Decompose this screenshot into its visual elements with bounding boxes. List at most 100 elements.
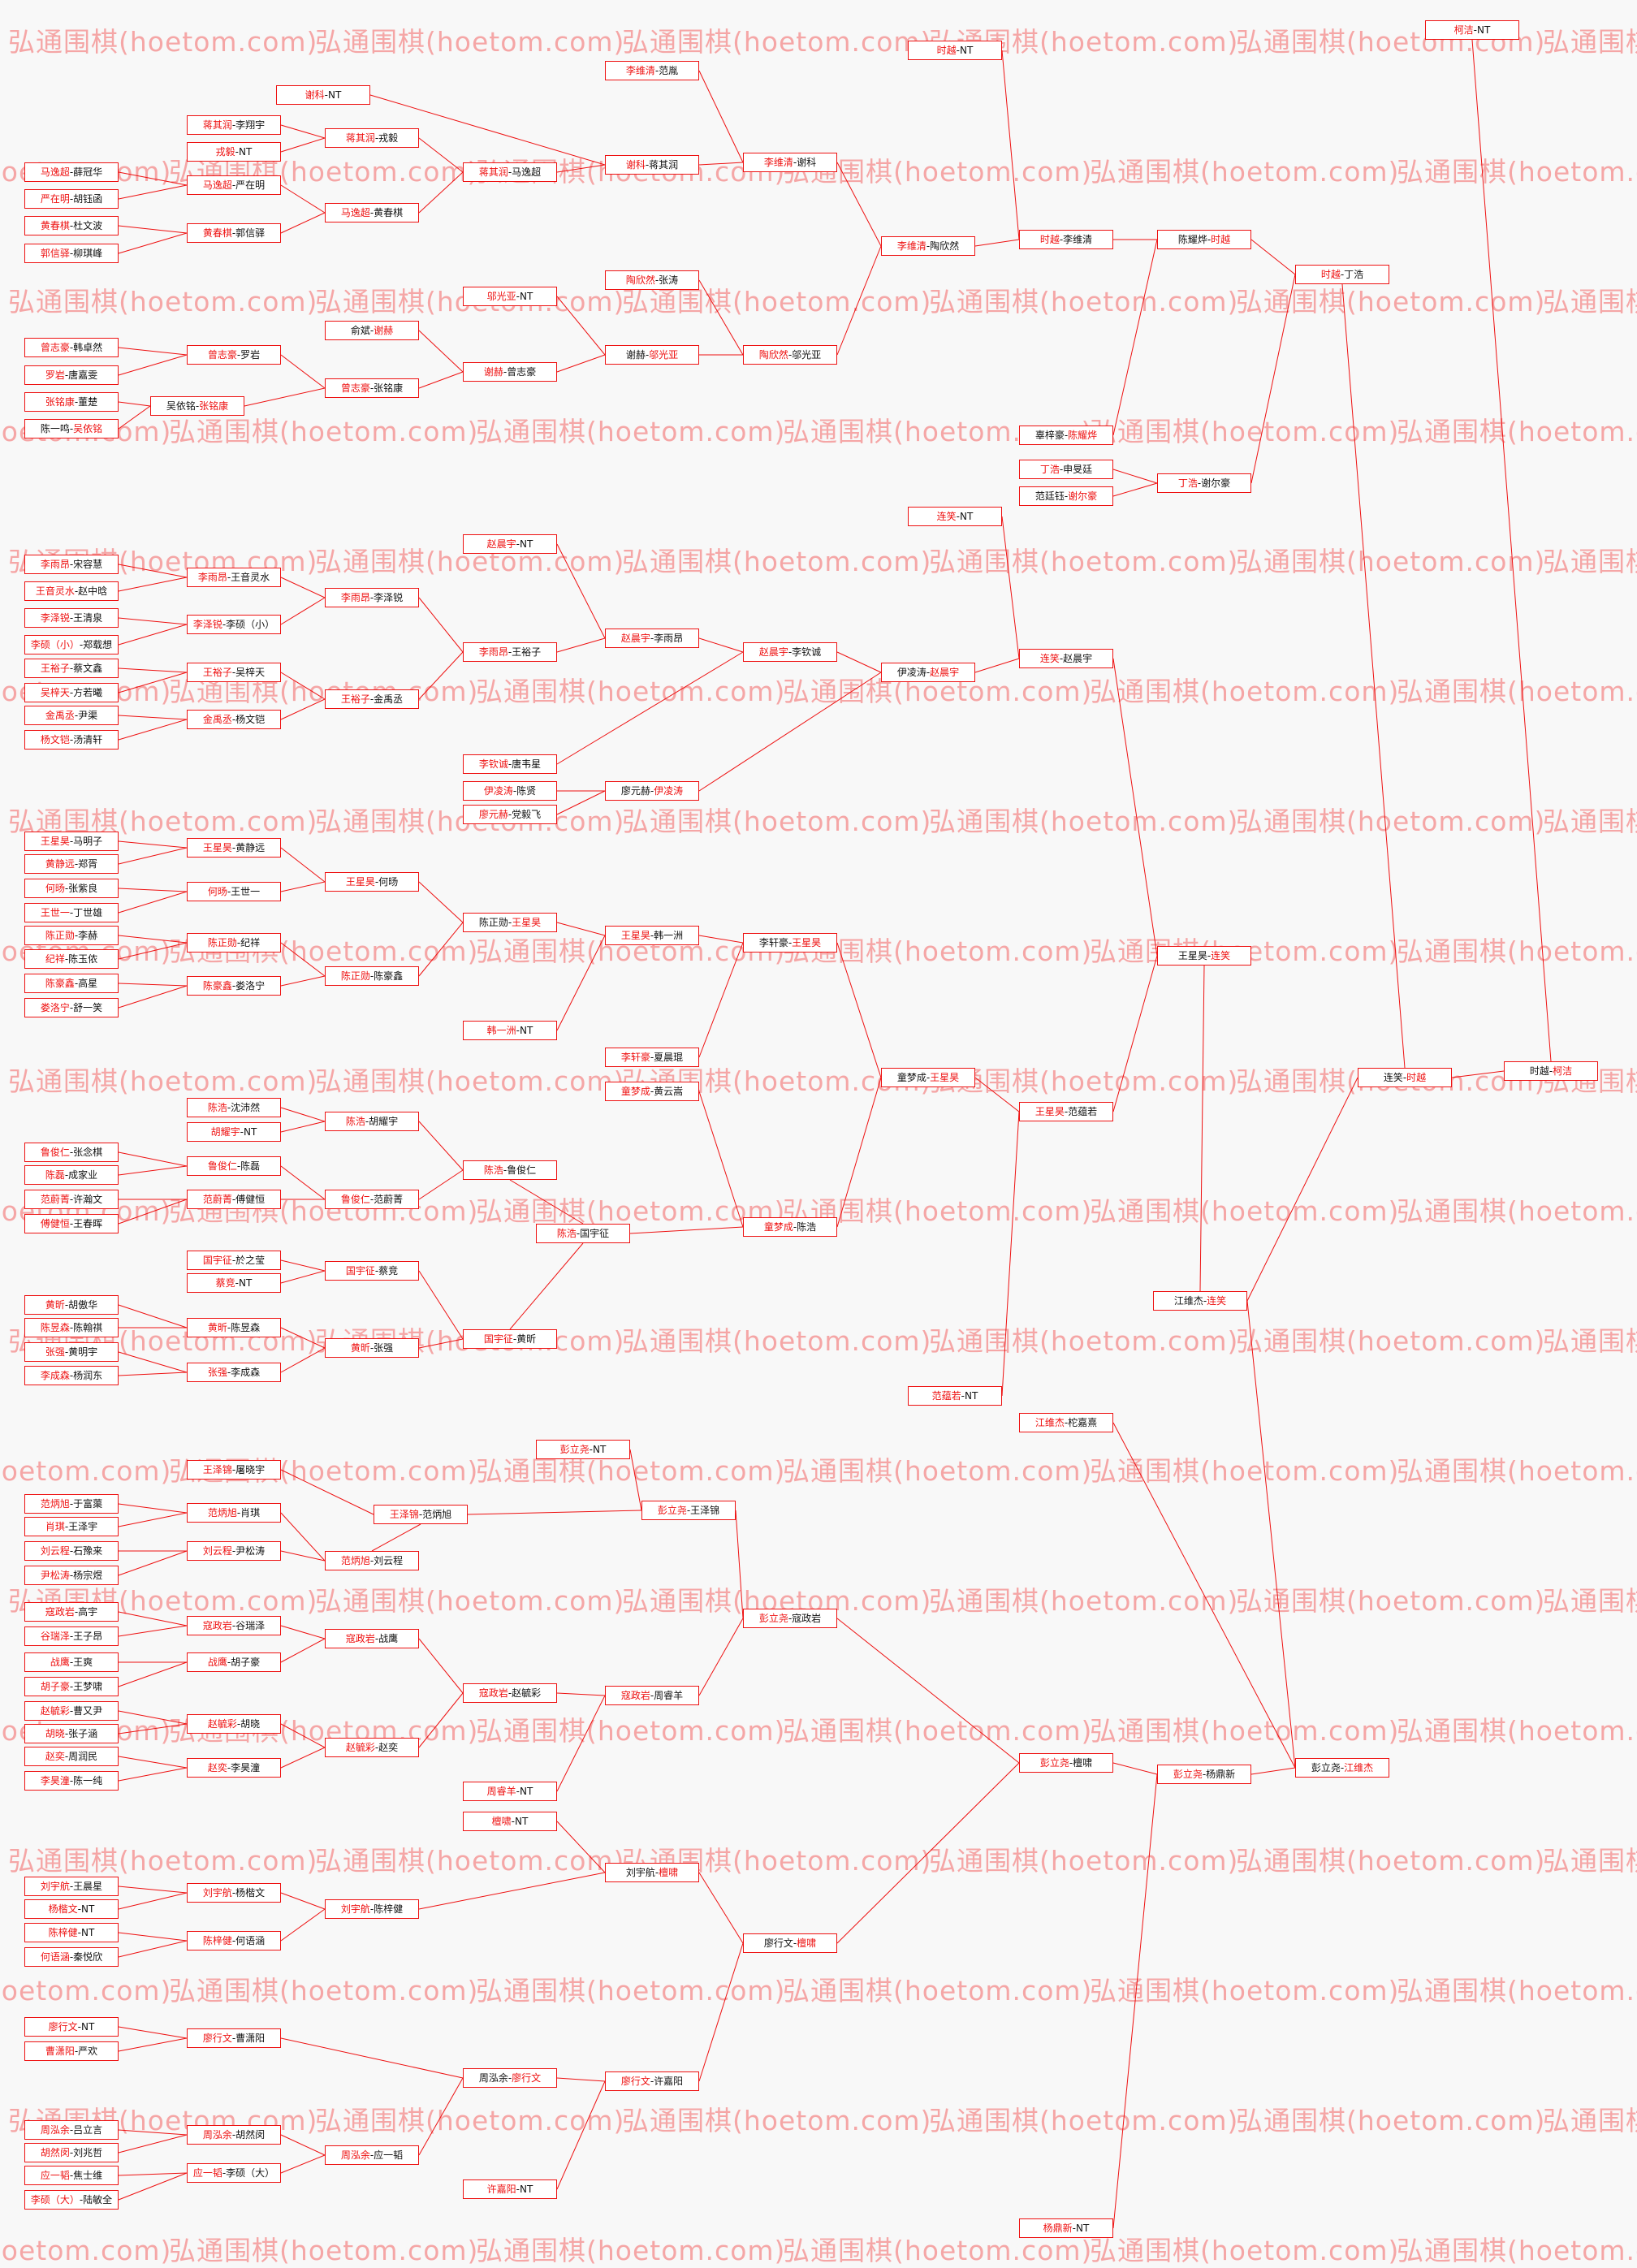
- match-box[interactable]: 王泽锦-屠晓宇: [187, 1460, 281, 1480]
- match-box[interactable]: 鲁俊仁-陈磊: [187, 1156, 281, 1176]
- match-box[interactable]: 廖元赫-伊凌涛: [605, 781, 699, 801]
- match-box[interactable]: 王星昊-马明子: [24, 832, 119, 851]
- match-box[interactable]: 娄洛宁-舒一笑: [24, 998, 119, 1017]
- match-box[interactable]: 寇政岩-周睿羊: [605, 1686, 699, 1705]
- match-box[interactable]: 陈浩-国宇征: [536, 1224, 630, 1243]
- match-box[interactable]: 刘宇航-王晨星: [24, 1877, 119, 1896]
- match-box[interactable]: 陈梓健-何语涵: [187, 1931, 281, 1950]
- match-box[interactable]: 陈耀烨-时越: [1157, 230, 1251, 249]
- match-box[interactable]: 赵毓彩-胡晓: [187, 1714, 281, 1734]
- match-box[interactable]: 曾志豪-韩卓然: [24, 338, 119, 357]
- match-box[interactable]: 鲁俊仁-张念棋: [24, 1143, 119, 1162]
- match-box[interactable]: 刘宇航-檀啸: [605, 1863, 699, 1882]
- match-box[interactable]: 范蔚菁-许瀚文: [24, 1190, 119, 1209]
- match-box[interactable]: 范蔚菁-傅健恒: [187, 1190, 281, 1209]
- match-box[interactable]: 战鹰-王爽: [24, 1652, 119, 1672]
- match-box[interactable]: 张强-黄明宇: [24, 1342, 119, 1362]
- match-box[interactable]: 李昊潼-陈一纯: [24, 1771, 119, 1791]
- match-box[interactable]: 廖行文-檀啸: [743, 1933, 837, 1953]
- match-box[interactable]: 丁浩-谢尔豪: [1157, 473, 1251, 493]
- match-box[interactable]: 廖行文-许嘉阳: [605, 2071, 699, 2091]
- match-box[interactable]: 周泓余-吕立言: [24, 2120, 119, 2140]
- match-box[interactable]: 陈正勋-纪祥: [187, 933, 281, 953]
- match-box[interactable]: 赵毓彩-赵奕: [325, 1738, 419, 1757]
- match-box[interactable]: 俞斌-谢赫: [325, 321, 419, 340]
- match-box[interactable]: 李维清-范胤: [605, 61, 699, 80]
- match-box[interactable]: 李雨昂-王裕子: [463, 642, 557, 662]
- match-box[interactable]: 何语涵-秦悦欣: [24, 1947, 119, 1967]
- match-box[interactable]: 范炳旭-于富蕖: [24, 1494, 119, 1514]
- match-box[interactable]: 谢科-NT: [276, 85, 370, 105]
- match-box[interactable]: 彭立尧-檀啸: [1019, 1753, 1113, 1773]
- match-box[interactable]: 严在明-胡钰函: [24, 189, 119, 209]
- match-box[interactable]: 陶欣然-张涛: [605, 270, 699, 290]
- match-box[interactable]: 蒋其润-李翔宇: [187, 115, 281, 135]
- match-box[interactable]: 李硕（大）-陆敏全: [24, 2190, 119, 2210]
- match-box[interactable]: 陈一鸣-吴依铭: [24, 419, 119, 438]
- match-box[interactable]: 陈豪鑫-高星: [24, 974, 119, 993]
- match-box[interactable]: 时越-NT: [908, 41, 1002, 60]
- match-box[interactable]: 彭立尧-NT: [536, 1440, 630, 1459]
- match-box[interactable]: 陈梓健-NT: [24, 1923, 119, 1942]
- match-box[interactable]: 何旸-张紫良: [24, 879, 119, 898]
- match-box[interactable]: 胡然闵-刘兆哲: [24, 2143, 119, 2162]
- match-box[interactable]: 胡子豪-王梦啸: [24, 1677, 119, 1696]
- match-box[interactable]: 王泽锦-范炳旭: [374, 1505, 468, 1524]
- match-box[interactable]: 杨楷文-NT: [24, 1899, 119, 1919]
- match-box[interactable]: 陈豪鑫-娄洛宁: [187, 976, 281, 996]
- match-box[interactable]: 时越-柯洁: [1504, 1061, 1598, 1081]
- match-box[interactable]: 范廷钰-谢尔豪: [1019, 486, 1113, 506]
- match-box[interactable]: 陈正勋-李赫: [24, 926, 119, 945]
- match-box[interactable]: 金禹丞-尹渠: [24, 706, 119, 725]
- match-box[interactable]: 马逸超-严在明: [187, 175, 281, 195]
- match-box[interactable]: 郭信驿-柳琪峰: [24, 244, 119, 263]
- match-box[interactable]: 国宇征-黄昕: [463, 1329, 557, 1349]
- match-box[interactable]: 王世一-丁世雄: [24, 903, 119, 922]
- match-box[interactable]: 李雨昂-王音灵水: [187, 568, 281, 587]
- match-box[interactable]: 何旸-王世一: [187, 882, 281, 901]
- match-box[interactable]: 王裕子-吴梓天: [187, 663, 281, 682]
- match-box[interactable]: 周泓余-胡然闵: [187, 2125, 281, 2145]
- match-box[interactable]: 周泓余-应一韬: [325, 2145, 419, 2165]
- match-box[interactable]: 蒋其润-马逸超: [463, 162, 557, 182]
- match-box[interactable]: 廖元赫-党毅飞: [463, 805, 557, 824]
- match-box[interactable]: 黄静远-郑胥: [24, 854, 119, 874]
- match-box[interactable]: 江维杰-连笑: [1153, 1291, 1247, 1311]
- match-box[interactable]: 刘云程-石豫来: [24, 1541, 119, 1561]
- match-box[interactable]: 檀啸-NT: [463, 1812, 557, 1831]
- match-box[interactable]: 李轩豪-王星昊: [743, 933, 837, 953]
- match-box[interactable]: 曾志豪-罗岩: [187, 345, 281, 365]
- match-box[interactable]: 李泽锐-李硕（小）: [187, 615, 281, 634]
- match-box[interactable]: 廖行文-曹潇阳: [187, 2028, 281, 2048]
- match-box[interactable]: 赵晨宇-李钦诚: [743, 642, 837, 662]
- match-box[interactable]: 寇政岩-高宇: [24, 1602, 119, 1622]
- match-box[interactable]: 赵晨宇-李雨昂: [605, 629, 699, 648]
- match-box[interactable]: 王星昊-何旸: [325, 872, 419, 892]
- match-box[interactable]: 范蕴若-NT: [908, 1386, 1002, 1406]
- match-box[interactable]: 李轩豪-夏晨琨: [605, 1048, 699, 1067]
- match-box[interactable]: 蔡竞-NT: [187, 1273, 281, 1293]
- match-box[interactable]: 刘宇航-陈梓健: [325, 1899, 419, 1919]
- match-box[interactable]: 童梦成-黄云嵩: [605, 1082, 699, 1101]
- match-box[interactable]: 陈浩-沈沛然: [187, 1098, 281, 1117]
- match-box[interactable]: 寇政岩-战鹰: [325, 1629, 419, 1648]
- match-box[interactable]: 连笑-时越: [1358, 1068, 1452, 1087]
- match-box[interactable]: 赵晨宇-NT: [463, 534, 557, 554]
- match-box[interactable]: 谷瑞泽-王子昂: [24, 1626, 119, 1646]
- match-box[interactable]: 李维清-陶欣然: [881, 236, 975, 256]
- match-box[interactable]: 谢科-蒋其润: [605, 155, 699, 175]
- match-box[interactable]: 辜梓豪-陈耀烨: [1019, 426, 1113, 445]
- match-box[interactable]: 陶欣然-邬光亚: [743, 345, 837, 365]
- match-box[interactable]: 胡耀宇-NT: [187, 1122, 281, 1142]
- match-box[interactable]: 赵毓彩-曹又尹: [24, 1701, 119, 1721]
- match-box[interactable]: 邬光亚-NT: [463, 287, 557, 306]
- match-box[interactable]: 黄昕-胡傲华: [24, 1295, 119, 1315]
- match-box[interactable]: 时越-李维清: [1019, 230, 1113, 249]
- match-box[interactable]: 彭立尧-杨鼎新: [1157, 1765, 1251, 1784]
- match-box[interactable]: 曹潇阳-严欢: [24, 2041, 119, 2061]
- match-box[interactable]: 杨鼎新-NT: [1019, 2218, 1113, 2238]
- match-box[interactable]: 伊凌涛-赵晨宇: [881, 663, 975, 682]
- match-box[interactable]: 寇政岩-赵毓彩: [463, 1683, 557, 1703]
- match-box[interactable]: 陈昱森-陈翰祺: [24, 1318, 119, 1337]
- match-box[interactable]: 谢赫-邬光亚: [605, 345, 699, 365]
